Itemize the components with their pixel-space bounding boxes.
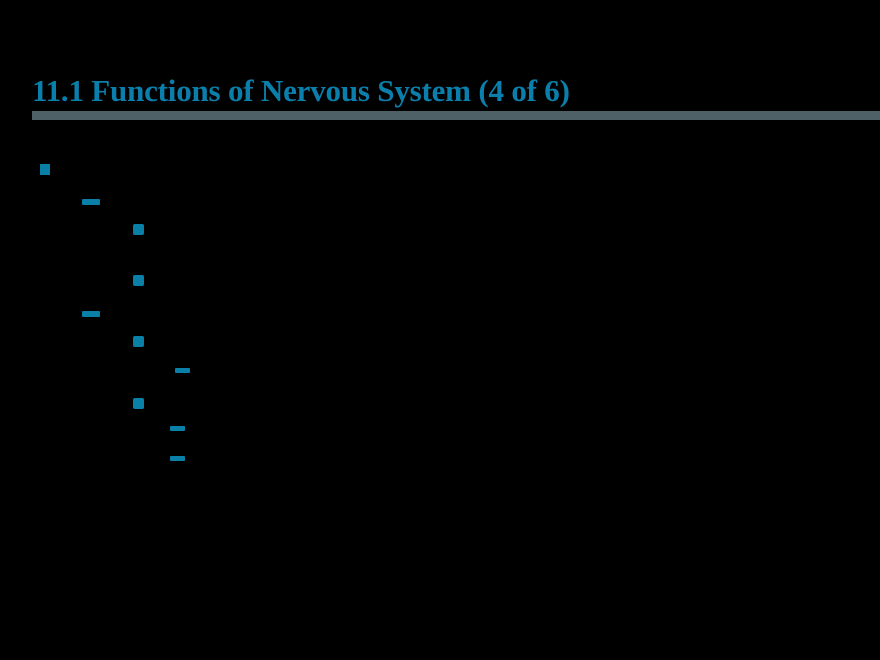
dot-bullet-icon [133,224,144,235]
slide-body [0,148,880,508]
list-item [133,333,152,347]
list-item [170,420,193,431]
dash-bullet-icon [82,199,100,205]
list-item [170,450,193,461]
list-item [133,272,152,286]
dot-bullet-icon [133,336,144,347]
title-divider [32,111,880,120]
dot-bullet-icon [133,275,144,286]
dash-bullet-icon [170,456,185,461]
page-title: 11.1 Functions of Nervous System (4 of 6… [32,73,570,108]
list-item [82,304,108,317]
slide-title-block: 11.1 Functions of Nervous System (4 of 6… [32,73,880,120]
dot-bullet-icon [133,398,144,409]
list-item [82,192,108,205]
list-item [40,160,58,175]
dash-bullet-icon [82,311,100,317]
list-item [175,362,198,373]
list-item [133,395,152,409]
dash-bullet-icon [175,368,190,373]
square-bullet-icon [40,164,50,175]
list-item [133,221,152,235]
dash-bullet-icon [170,426,185,431]
